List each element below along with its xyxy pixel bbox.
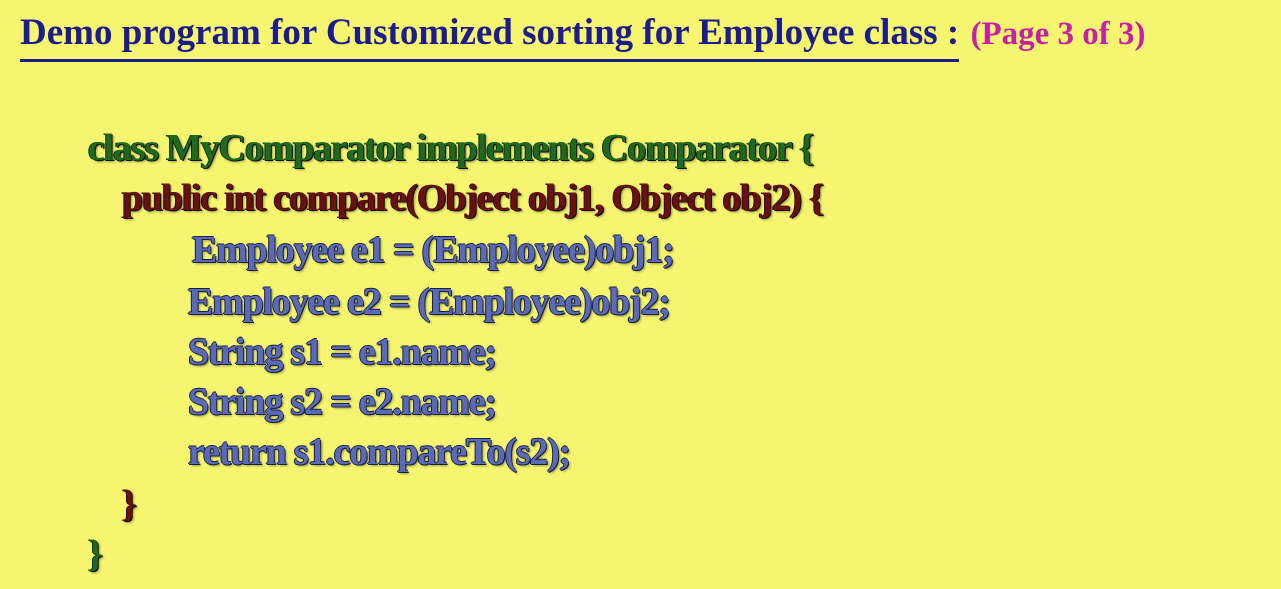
code-line-cast-e2: Employee e2 = (Employee)obj2; bbox=[188, 281, 671, 323]
title-text: Demo program for Customized sorting for … bbox=[20, 8, 960, 62]
code-line-cast-e1: Employee e1 = (Employee)obj1; bbox=[192, 229, 675, 271]
code-line-method-signature: public int compare(Object obj1, Object o… bbox=[122, 177, 824, 219]
code-line-return: return s1.compareTo(s2); bbox=[188, 431, 571, 473]
code-line-string-s2: String s2 = e2.name; bbox=[188, 381, 497, 423]
slide-title: Demo program for Customized sorting for … bbox=[20, 8, 1146, 62]
code-line-method-close-brace: } bbox=[122, 483, 137, 525]
code-line-class-declaration: class MyComparator implements Comparator… bbox=[88, 127, 814, 169]
page-indicator: (Page 3 of 3) bbox=[970, 16, 1146, 52]
code-line-class-close-brace: } bbox=[88, 533, 103, 575]
code-line-string-s1: String s1 = e1.name; bbox=[188, 331, 497, 373]
